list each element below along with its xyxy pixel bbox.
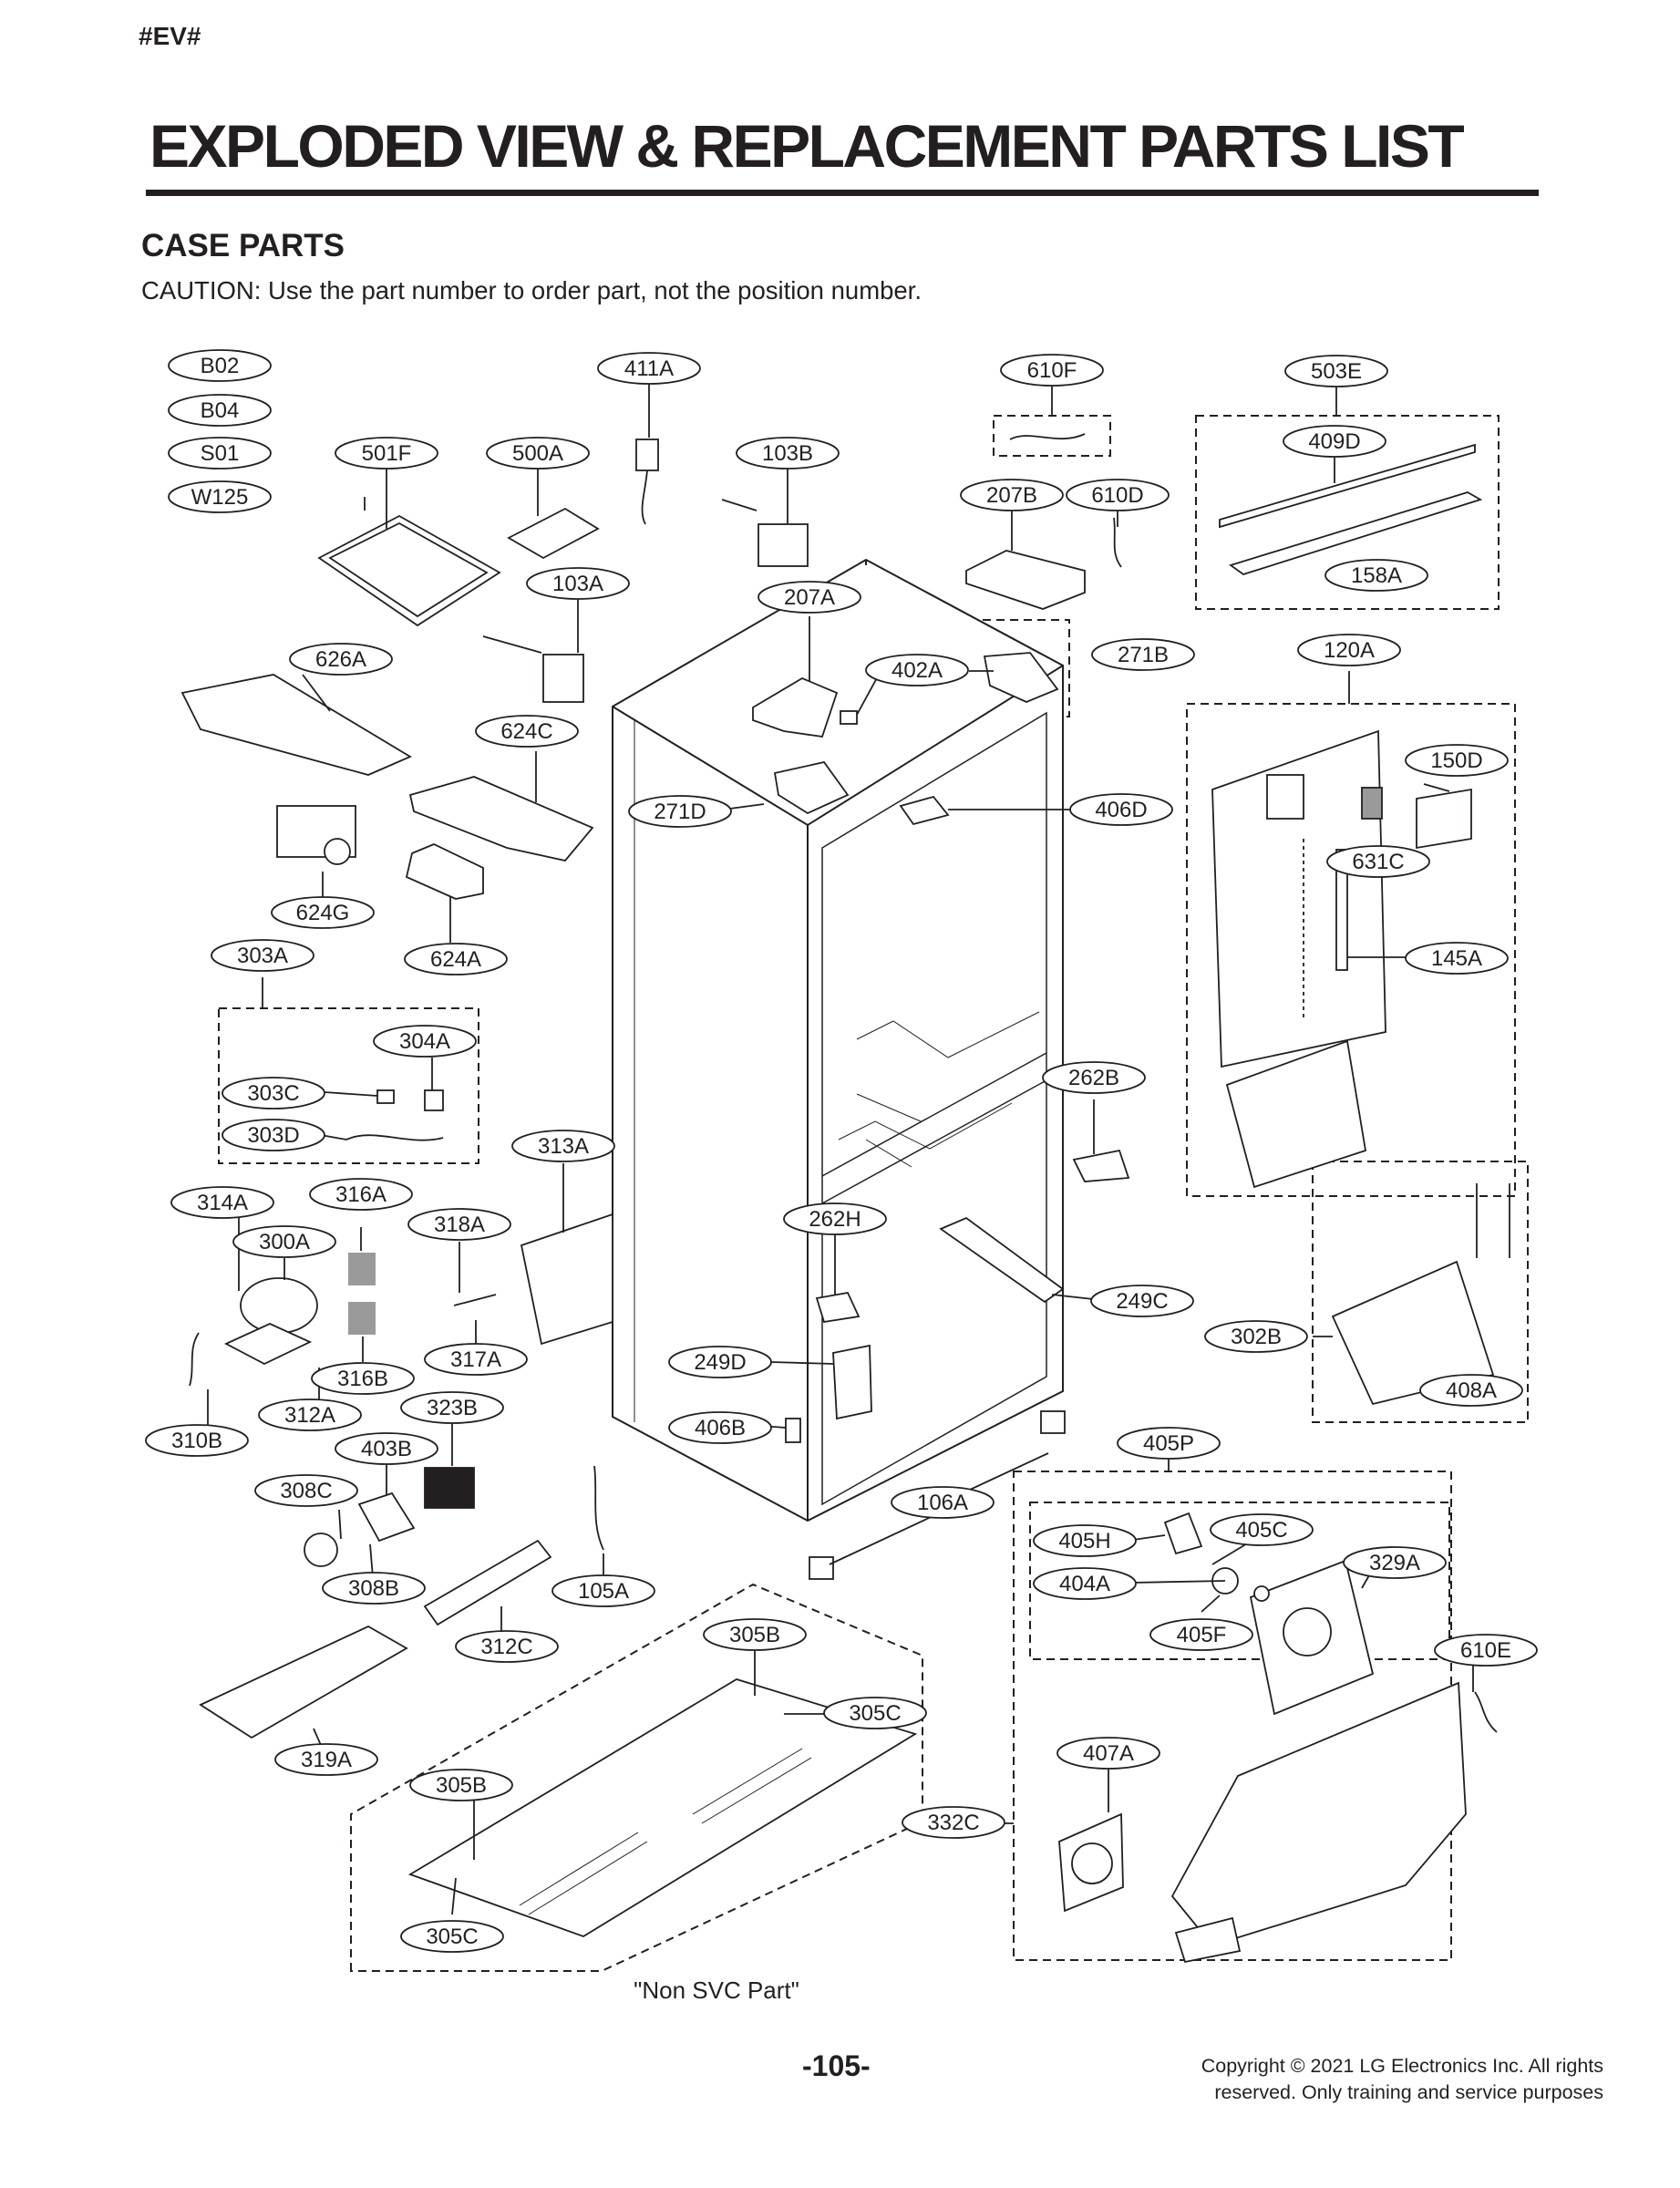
callout-ellipses [145,349,1538,1953]
callout-label: 305C [849,1701,901,1726]
callout-label: 503E [1311,359,1362,384]
callout-label: B04 [201,398,240,423]
callout-label: 262H [809,1207,861,1232]
copyright-notice: Copyright © 2021 LG Electronics Inc. All… [1093,2053,1603,2106]
callout-label: 409D [1308,429,1360,454]
callout-label: S01 [201,441,240,466]
callout-label: 271D [654,800,706,824]
callout-label: 501F [362,441,412,466]
callout-label: 624G [296,901,350,925]
callout-label: 319A [301,1748,352,1772]
callout-label: 308B [348,1576,399,1601]
callout-label: 207A [784,585,835,610]
callout-label: 405H [1058,1529,1110,1553]
callout-label: 405F [1177,1623,1227,1647]
callout-label: 329A [1369,1551,1420,1575]
callout-label: 271B [1118,643,1169,667]
group-box-120a [1186,703,1516,1197]
section-heading: CASE PARTS [141,228,345,263]
group-box-303a [218,1007,479,1164]
callout-label: 407A [1083,1741,1134,1766]
callout-label: 318A [434,1213,485,1237]
callout-label: 610E [1460,1638,1511,1663]
callout-label: 332C [927,1811,979,1835]
callout-label: 305B [729,1623,780,1647]
callout-label: 262B [1068,1066,1119,1090]
callout-label: 406D [1095,798,1147,822]
group-box-bottom-plate [350,1583,923,1972]
callout-label: 402A [892,658,943,683]
callout-label: 106A [917,1491,968,1515]
callout-label: 145A [1431,946,1482,971]
callout-label: 631C [1352,850,1404,874]
callout-label: 302B [1231,1325,1282,1349]
callout-label: 624C [500,719,552,744]
callout-label: 304A [399,1029,450,1054]
copyright-line-1: Copyright © 2021 LG Electronics Inc. All… [1201,2055,1603,2077]
callout-label: 312A [284,1403,335,1428]
caution-note: CAUTION: Use the part number to order pa… [141,276,922,304]
part-drawings [180,433,1510,1964]
callout-label: 158A [1351,563,1402,588]
callout-label: 500A [512,441,563,466]
callout-label: 316B [337,1367,388,1391]
group-box-503e [1195,415,1500,610]
callout-label: 406B [695,1416,746,1440]
callout-labels: B02 B04 S01 W125 411A 610F 503E 501F 500… [171,354,1511,1949]
callout-label: 105A [578,1579,629,1604]
callout-label: 305B [436,1773,487,1798]
callout-label: 303A [237,944,288,968]
callout-label: 120A [1324,638,1375,663]
title-rule [146,190,1539,196]
callout-label: 308C [280,1479,332,1503]
callout-label: 303C [247,1081,299,1106]
callout-label: W125 [191,485,249,510]
callout-label: 411A [624,356,674,381]
callout-label: 314A [197,1191,248,1215]
callout-label: 310B [171,1429,222,1453]
callout-label: 317A [450,1347,501,1372]
callout-label: 323B [427,1396,478,1420]
callout-label: 316A [335,1182,387,1207]
callout-label: 305C [426,1925,478,1949]
callout-label: 313A [538,1134,589,1159]
page-title: EXPLODED VIEW & REPLACEMENT PARTS LIST [149,112,1465,180]
callout-label: 303D [247,1123,299,1148]
page-number: -105- [802,2049,871,2082]
callout-label: 103A [552,572,603,596]
callout-label: B02 [201,354,240,378]
group-box-302b [1312,1161,1529,1423]
document-tag: #EV# [139,22,201,50]
group-box-610f [993,415,1111,457]
callout-label: 404A [1059,1572,1110,1596]
callout-label: 312C [480,1635,532,1659]
group-box-405-inner [1029,1502,1450,1660]
callout-label: 300A [259,1230,310,1254]
callout-label: 103B [762,441,813,466]
callout-label: 405C [1235,1518,1287,1543]
callout-label: 626A [315,647,366,672]
callout-label: 610D [1091,483,1143,508]
non-service-part-note: "Non SVC Part" [634,1976,799,2004]
callout-label: 405P [1143,1431,1194,1456]
callout-label: 403B [361,1437,412,1461]
callout-label: 249D [694,1350,746,1375]
callout-label: 207B [986,483,1037,508]
refrigerator-case [612,558,1064,1522]
callout-label: 408A [1446,1378,1497,1403]
copyright-line-2: reserved. Only training and service purp… [1214,2081,1603,2103]
callout-label: 150D [1430,748,1482,773]
group-box-405p [1013,1471,1452,1961]
callout-label: 610F [1027,358,1077,383]
callout-label: 249C [1116,1289,1168,1314]
callout-label: 624A [430,947,481,972]
